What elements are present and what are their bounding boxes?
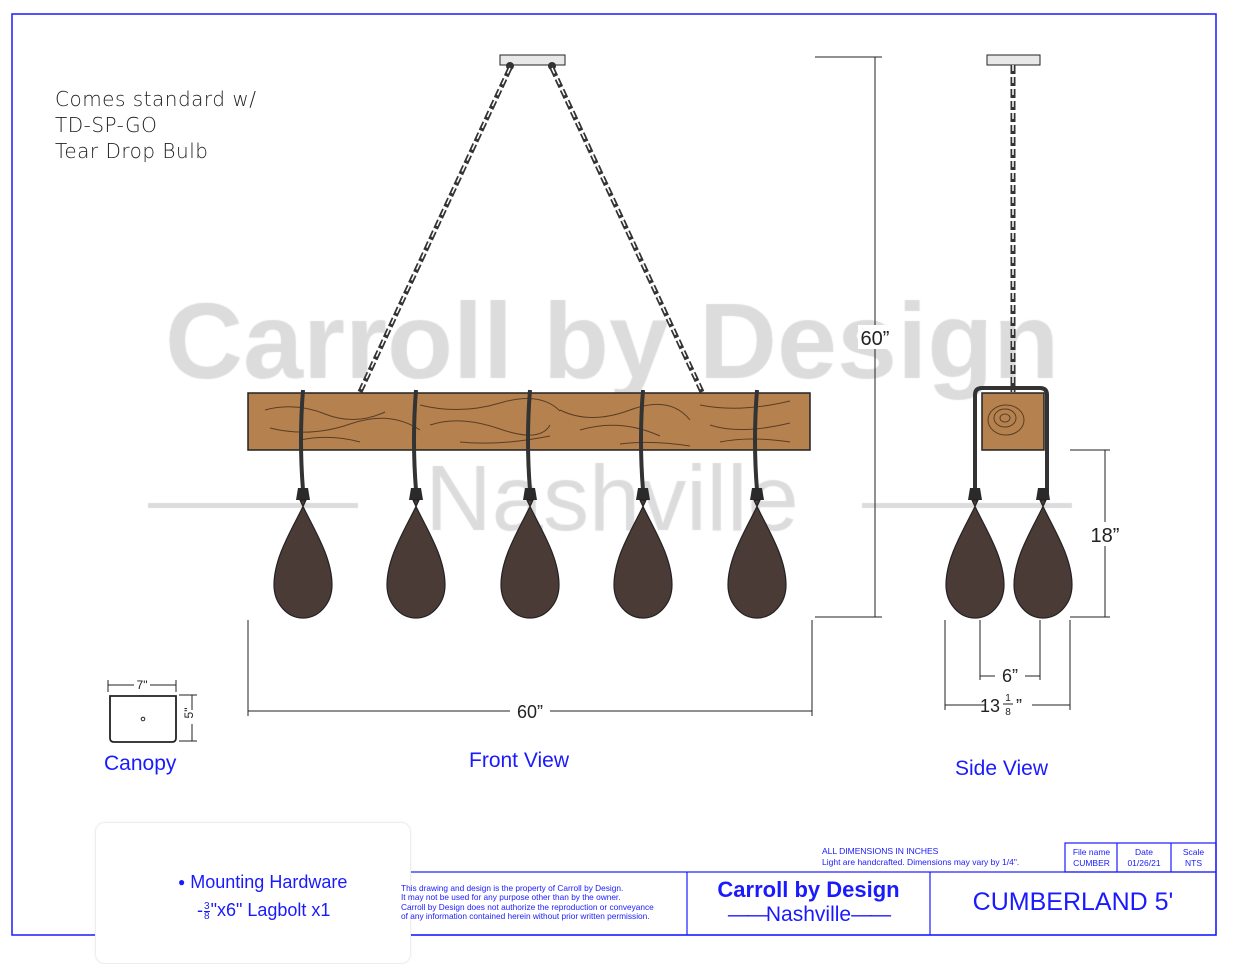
bulb-socket	[523, 488, 537, 500]
wood-grain	[264, 398, 791, 447]
dim-side-width-num: 1	[1005, 693, 1011, 704]
hardware-title: Mounting Hardware	[190, 872, 348, 892]
pendant-cord	[753, 389, 759, 491]
pendant-cord	[412, 389, 418, 491]
product-name: CUMBERLAND 5'	[972, 888, 1174, 916]
pendant-cord	[639, 389, 645, 491]
dim-side-width-den: 8	[1005, 707, 1011, 718]
dim-canopy-height: 5"	[182, 708, 196, 719]
bulb-glass	[613, 499, 673, 619]
hardware-card	[95, 822, 411, 964]
bulb-socket	[968, 488, 982, 500]
side-cord-loop	[973, 386, 1049, 495]
pendant-bulb	[727, 389, 787, 619]
pendant-bulb	[945, 488, 1005, 619]
note-line: TD-SP-GO	[55, 113, 158, 137]
note-line: Tear Drop Bulb	[55, 139, 209, 163]
front-view-label: Front View	[469, 749, 569, 772]
side-view-label: Side View	[955, 757, 1049, 780]
pendant-bulb	[613, 389, 673, 619]
pendant-bulb	[273, 389, 333, 619]
bulb-glass	[273, 499, 333, 619]
dim-bulb-spacing: 6”	[1002, 666, 1018, 686]
disclaimer: This drawing and design is the property …	[401, 883, 654, 921]
bulb-glass	[386, 499, 446, 619]
standard-bulb-note: Comes standard w/ TD-SP-GO Tear Drop Bul…	[55, 86, 256, 164]
bulb-socket	[1036, 488, 1050, 500]
bulb-glass	[500, 499, 560, 619]
bullet-icon: ●	[178, 875, 186, 889]
dim-side-width-whole: 13	[980, 696, 1000, 716]
dim-front-height: 60”	[861, 328, 890, 350]
bulb-socket	[750, 488, 764, 500]
front-view	[247, 54, 811, 619]
bulb-glass	[727, 499, 787, 619]
front-canopy	[499, 54, 566, 66]
company-name: Carroll by Design	[717, 877, 900, 902]
bulb-socket	[636, 488, 650, 500]
end-grain-rings	[987, 404, 1025, 436]
bulb-socket	[296, 488, 310, 500]
hardware-spec: "x6" Lagbolt x1	[210, 900, 331, 920]
canopy-drawing	[109, 695, 177, 743]
note-line: Comes standard w/	[55, 87, 257, 111]
dim-canopy-width: 7"	[137, 678, 148, 692]
side-view	[945, 54, 1073, 619]
dims-note-line: Light are handcrafted. Dimensions may va…	[822, 856, 1020, 867]
company-city: ——Nashville——	[727, 903, 891, 926]
dim-side-width-unit: ”	[1016, 696, 1022, 716]
pendant-cord	[526, 389, 532, 491]
bulb-glass	[1013, 499, 1073, 619]
bulb-socket	[409, 488, 423, 500]
bulb-glass	[945, 499, 1005, 619]
canopy-label: Canopy	[104, 752, 177, 775]
beam-cross-section	[981, 392, 1045, 451]
pendant-bulb	[1013, 488, 1073, 619]
dim-side-drop: 18”	[1091, 525, 1120, 547]
hardware-dash: -	[197, 900, 203, 920]
pendant-bulb	[386, 389, 446, 619]
dims-note-line: ALL DIMENSIONS IN INCHES	[822, 846, 939, 856]
dimensions-note: ALL DIMENSIONS IN INCHES Light are handc…	[822, 846, 1019, 867]
pendant-cord	[299, 389, 305, 491]
dim-front-width: 60”	[517, 702, 543, 722]
hardware-line1: ● Mounting Hardware	[178, 872, 347, 893]
pendant-bulb	[500, 389, 560, 619]
side-canopy	[986, 54, 1041, 66]
